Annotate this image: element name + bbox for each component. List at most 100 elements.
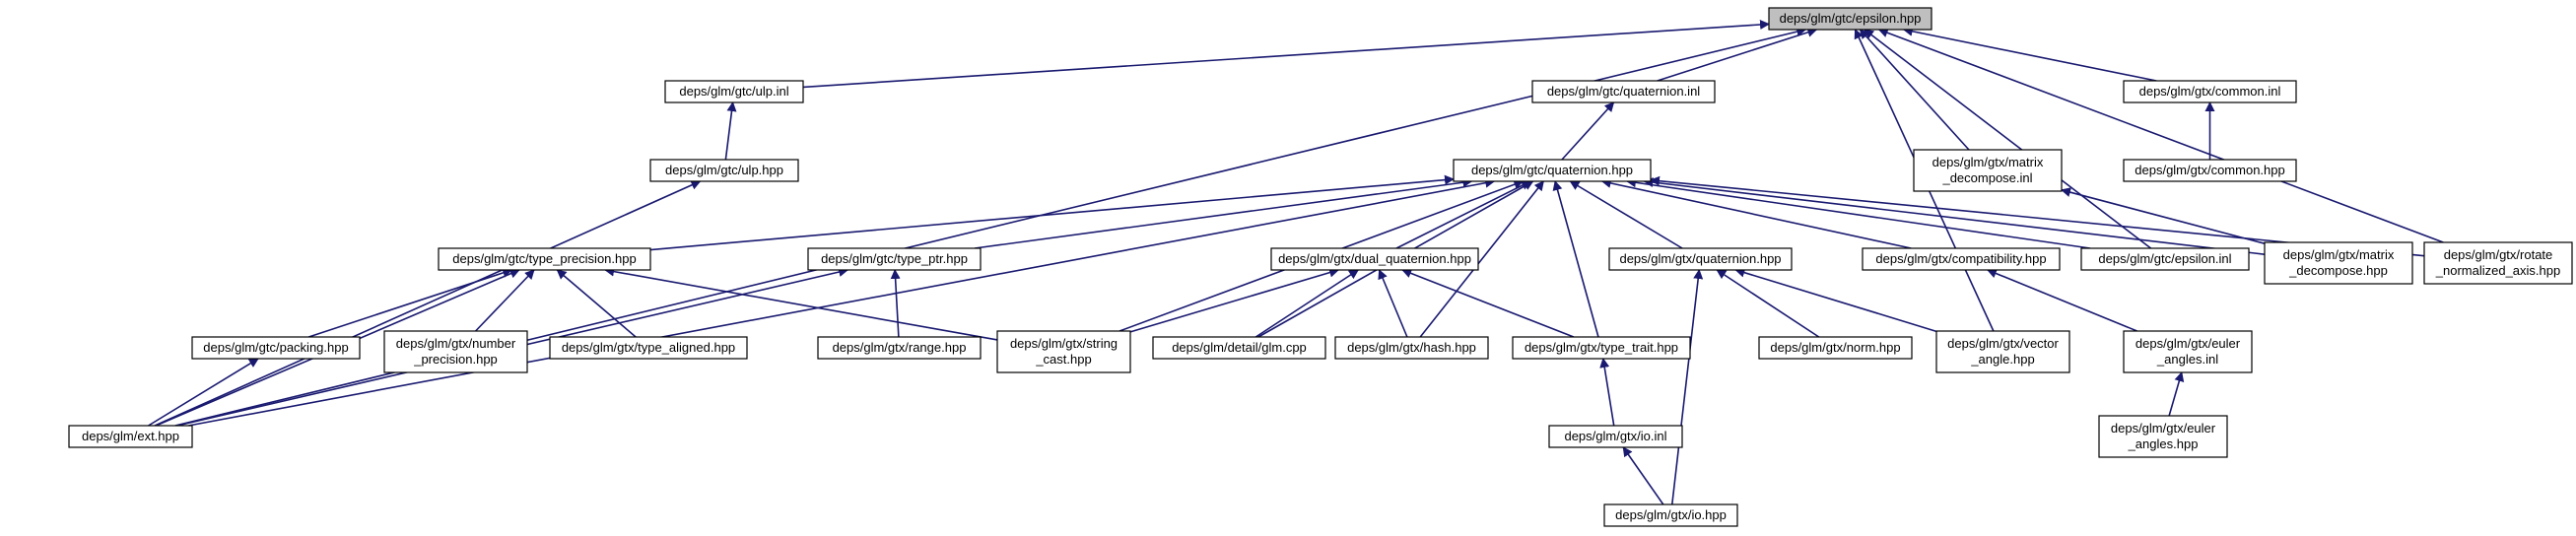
file-node-box	[807, 247, 982, 271]
file-node-glmcpp[interactable]: deps/glm/detail/glm.cpp	[1152, 336, 1326, 360]
include-arrow-typeprec-to-quat_hpp	[649, 174, 1455, 251]
include-arrow-packing-to-typeprec	[308, 268, 513, 338]
file-node-label: deps/glm/gtx/common.hpp	[2135, 163, 2284, 177]
file-node-label: _decompose.inl	[1941, 170, 2032, 185]
file-node-label: deps/glm/gtx/quaternion.hpp	[1619, 251, 1781, 266]
file-node-label: deps/glm/gtc/epsilon.inl	[2098, 251, 2231, 266]
file-node-range[interactable]: deps/glm/gtx/range.hpp	[817, 336, 982, 360]
file-node-label: deps/glm/gtx/number	[396, 336, 516, 351]
file-node-box	[549, 336, 748, 360]
include-arrow-quat_inl-to-root	[1657, 27, 1818, 82]
file-node-box	[1913, 149, 2063, 192]
file-node-euler_inl[interactable]: deps/glm/gtx/euler_angles.inl	[2123, 330, 2253, 373]
nodes-layer: deps/glm/gtc/epsilon.hpp deps/glm/gtc/ulp…	[68, 7, 2573, 527]
file-node-box	[2080, 247, 2250, 271]
file-node-ulp_inl[interactable]: deps/glm/gtc/ulp.inl	[664, 80, 804, 103]
file-node-box	[1334, 336, 1489, 360]
file-node-numprec[interactable]: deps/glm/gtx/number_precision.hpp	[383, 330, 528, 373]
file-node-matdec_inl[interactable]: deps/glm/gtx/matrix_decompose.inl	[1913, 149, 2063, 192]
file-node-ulp_hpp[interactable]: deps/glm/gtc/ulp.hpp	[649, 159, 799, 182]
file-node-compat[interactable]: deps/glm/gtx/compatibility.hpp	[1862, 247, 2061, 271]
include-arrow-gtxquat-to-quat_hpp	[1569, 180, 1683, 249]
file-node-typetrait[interactable]: deps/glm/gtx/type_trait.hpp	[1512, 336, 1691, 360]
include-arrow-strcast-to-typeprec	[604, 266, 998, 341]
file-node-label: deps/glm/gtx/io.inl	[1564, 429, 1666, 443]
file-node-box	[1608, 247, 1793, 271]
file-node-label: deps/glm/gtx/type_aligned.hpp	[562, 340, 735, 355]
file-node-box	[1512, 336, 1691, 360]
file-node-label: _normalized_axis.hpp	[2435, 263, 2560, 278]
file-node-dualquat[interactable]: deps/glm/gtx/dual_quaternion.hpp	[1270, 247, 1479, 271]
file-node-packing[interactable]: deps/glm/gtc/packing.hpp	[191, 336, 361, 360]
file-node-label: deps/glm/gtx/matrix	[1932, 155, 2044, 169]
file-node-rotnorm[interactable]: deps/glm/gtx/rotate_normalized_axis.hpp	[2423, 241, 2573, 285]
file-node-box	[438, 247, 651, 271]
file-node-label: deps/glm/gtx/range.hpp	[833, 340, 967, 355]
include-arrow-compat-to-quat_hpp	[1600, 178, 1912, 249]
file-node-label: deps/glm/gtc/ulp.hpp	[665, 163, 783, 177]
file-node-box	[2123, 80, 2297, 103]
file-node-vecangle[interactable]: deps/glm/gtx/vector_angle.hpp	[1935, 330, 2070, 373]
file-node-label: deps/glm/gtc/type_ptr.hpp	[821, 251, 968, 266]
include-arrow-matdec_hpp-to-quat_hpp	[1643, 177, 2266, 255]
file-node-strcast[interactable]: deps/glm/gtx/string_cast.hpp	[996, 330, 1131, 373]
file-node-io_inl[interactable]: deps/glm/gtx/io.inl	[1548, 425, 1683, 448]
file-node-label: _cast.hpp	[1035, 352, 1091, 367]
file-node-label: deps/glm/gtx/hash.hpp	[1347, 340, 1476, 355]
file-node-root: deps/glm/gtc/epsilon.hpp	[1768, 7, 1932, 31]
include-arrow-common_inl-to-root	[1902, 26, 2157, 82]
file-node-label: deps/glm/gtc/ulp.inl	[679, 84, 788, 99]
include-arrow-io_hpp-to-gtxquat	[1670, 269, 1704, 505]
file-node-label: deps/glm/gtc/type_precision.hpp	[452, 251, 636, 266]
file-node-label: deps/glm/gtc/packing.hpp	[203, 340, 348, 355]
file-node-typeptr[interactable]: deps/glm/gtc/type_ptr.hpp	[807, 247, 982, 271]
include-arrow-ext-to-ulp_hpp	[154, 180, 702, 427]
file-node-io_hpp[interactable]: deps/glm/gtx/io.hpp	[1603, 503, 1738, 527]
include-arrow-rotnorm-to-root	[1877, 28, 2444, 243]
file-node-box	[1935, 330, 2070, 373]
file-node-box	[1548, 425, 1683, 448]
file-node-eps_inl[interactable]: deps/glm/gtc/epsilon.inl	[2080, 247, 2250, 271]
include-arrow-io_inl-to-typetrait	[1599, 358, 1615, 427]
include-arrow-matdec_hpp-to-matdec_inl	[2061, 187, 2266, 244]
include-arrow-euler_inl-to-compat	[1986, 268, 2137, 332]
file-node-ext[interactable]: deps/glm/ext.hpp	[68, 425, 193, 448]
file-node-euler_hpp[interactable]: deps/glm/gtx/euler_angles.hpp	[2098, 415, 2228, 458]
include-arrow-hash-to-quat_hpp	[1419, 180, 1544, 338]
include-arrow-matdec_inl-to-root	[1859, 29, 1970, 151]
file-node-label: deps/glm/ext.hpp	[82, 429, 179, 443]
file-node-box	[1758, 336, 1913, 360]
file-node-label: deps/glm/gtx/string	[1010, 336, 1118, 351]
file-node-typealigned[interactable]: deps/glm/gtx/type_aligned.hpp	[549, 336, 748, 360]
file-node-matdec_hpp[interactable]: deps/glm/gtx/matrix_decompose.hpp	[2264, 241, 2413, 285]
include-arrow-ulp_inl-to-root	[802, 19, 1770, 89]
file-node-label: deps/glm/gtc/epsilon.hpp	[1780, 11, 1922, 26]
file-node-box	[2123, 330, 2253, 373]
file-node-box	[817, 336, 982, 360]
file-node-box	[996, 330, 1131, 373]
file-node-label: deps/glm/gtx/type_trait.hpp	[1525, 340, 1678, 355]
include-arrow-eps_inl-to-root	[1864, 29, 2152, 249]
file-node-quat_inl[interactable]: deps/glm/gtc/quaternion.inl	[1531, 80, 1716, 103]
include-arrow-typetrait-to-dualquat	[1401, 268, 1575, 338]
file-node-hash[interactable]: deps/glm/gtx/hash.hpp	[1334, 336, 1489, 360]
file-node-common_inl[interactable]: deps/glm/gtx/common.inl	[2123, 80, 2297, 103]
file-node-common_hpp[interactable]: deps/glm/gtx/common.hpp	[2123, 159, 2297, 182]
file-node-label: deps/glm/gtx/matrix	[2283, 247, 2395, 262]
file-node-quat_hpp[interactable]: deps/glm/gtc/quaternion.hpp	[1453, 159, 1652, 182]
include-arrow-ext-to-packing	[148, 358, 259, 427]
file-node-label: _angle.hpp	[1970, 352, 2034, 367]
file-node-box	[1152, 336, 1326, 360]
file-node-typeprec[interactable]: deps/glm/gtc/type_precision.hpp	[438, 247, 651, 271]
file-node-gtxquat[interactable]: deps/glm/gtx/quaternion.hpp	[1608, 247, 1793, 271]
include-arrow-euler_hpp-to-euler_inl	[2168, 371, 2185, 417]
file-node-label: _decompose.hpp	[2288, 263, 2388, 278]
file-node-box	[2423, 241, 2573, 285]
file-node-norm[interactable]: deps/glm/gtx/norm.hpp	[1758, 336, 1913, 360]
file-node-label: deps/glm/gtc/quaternion.inl	[1547, 84, 1700, 99]
file-node-label: deps/glm/gtx/compatibility.hpp	[1875, 251, 2046, 266]
file-node-label: _angles.inl	[2156, 352, 2218, 367]
file-node-box	[68, 425, 193, 448]
file-node-box	[2264, 241, 2413, 285]
